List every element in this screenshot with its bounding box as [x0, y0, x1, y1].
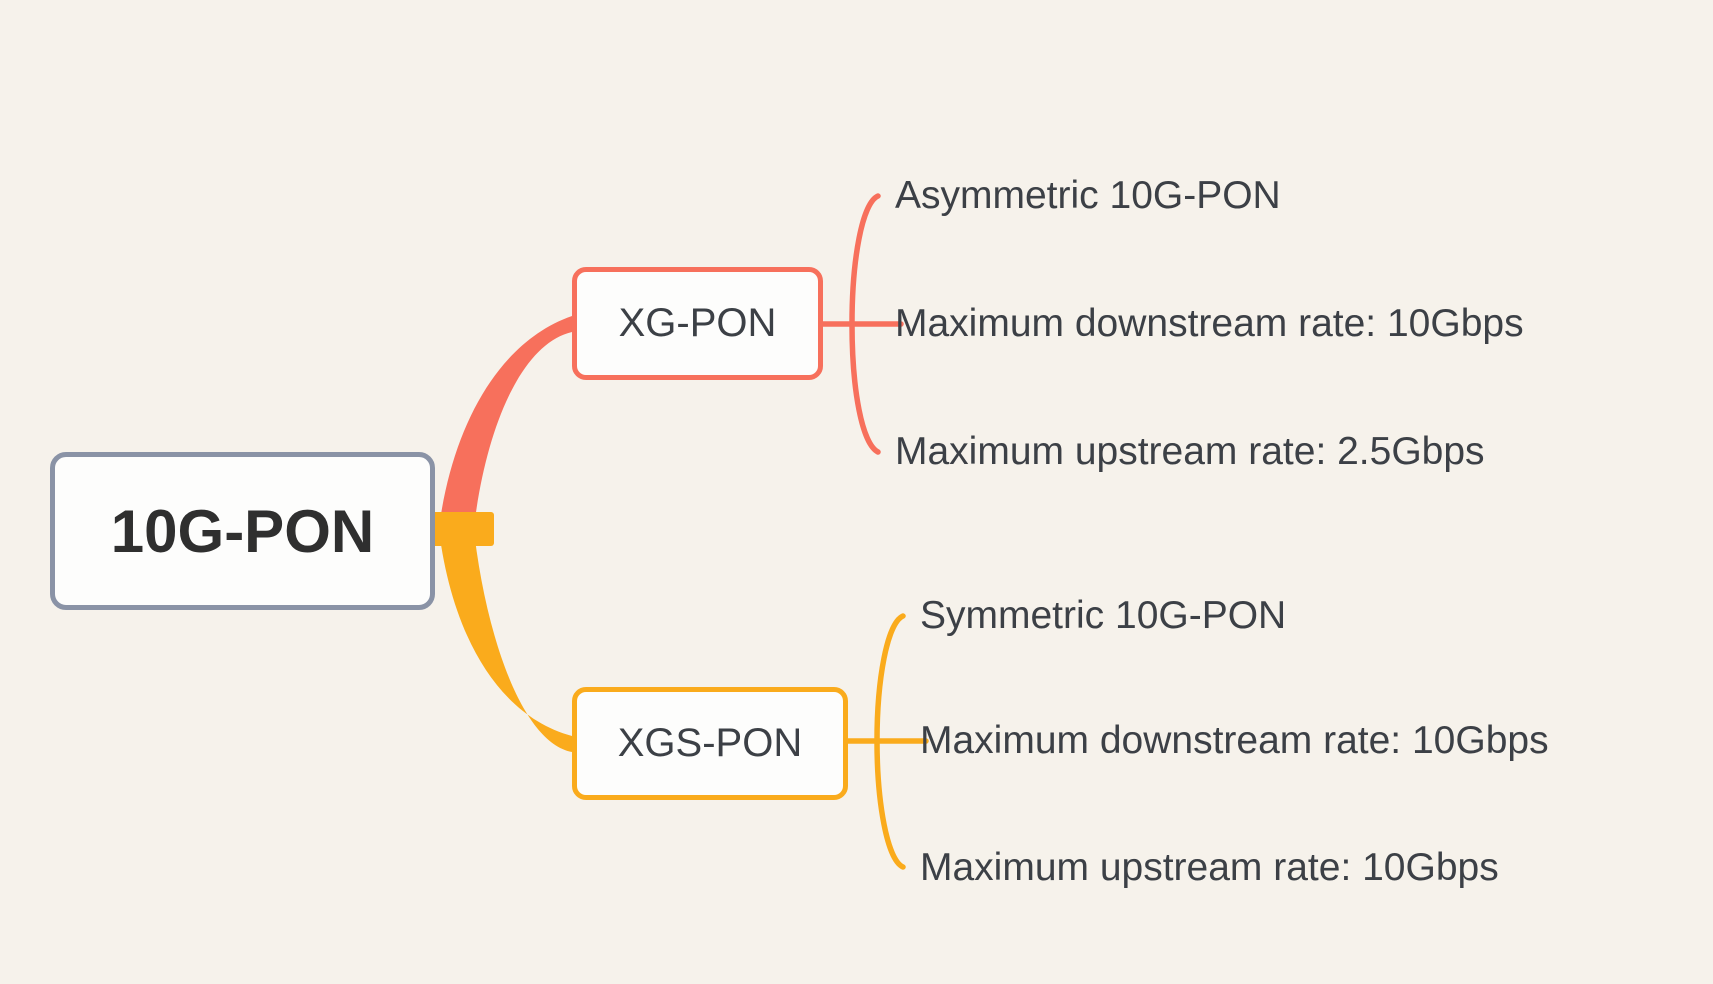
child-topic-asymmetric-10g-pon[interactable]: Asymmetric 10G-PON	[895, 174, 1281, 217]
child-topic-xgs-max-upstream[interactable]: Maximum upstream rate: 10Gbps	[920, 846, 1499, 889]
connector-root-to-xg-pon	[438, 316, 572, 536]
connector-root-to-xgs-pon	[438, 522, 572, 752]
root-node[interactable]: 10G-PON	[50, 452, 435, 610]
branch-node-xgs-pon-label: XGS-PON	[617, 721, 803, 765]
child-topic-xgs-max-downstream[interactable]: Maximum downstream rate: 10Gbps	[920, 719, 1549, 762]
connector-xgs-pon-children	[845, 613, 929, 870]
child-topic-xg-max-upstream[interactable]: Maximum upstream rate: 2.5Gbps	[895, 430, 1485, 473]
child-topic-xg-max-downstream[interactable]: Maximum downstream rate: 10Gbps	[895, 302, 1524, 345]
branch-node-xgs-pon[interactable]: XGS-PON	[572, 687, 848, 800]
root-node-label: 10G-PON	[110, 497, 375, 565]
child-topic-symmetric-10g-pon[interactable]: Symmetric 10G-PON	[920, 594, 1287, 637]
branch-node-xg-pon[interactable]: XG-PON	[572, 267, 823, 380]
root-connector-stub	[432, 512, 494, 546]
branch-node-xg-pon-label: XG-PON	[618, 301, 777, 345]
connector-xg-pon-children	[820, 193, 904, 455]
